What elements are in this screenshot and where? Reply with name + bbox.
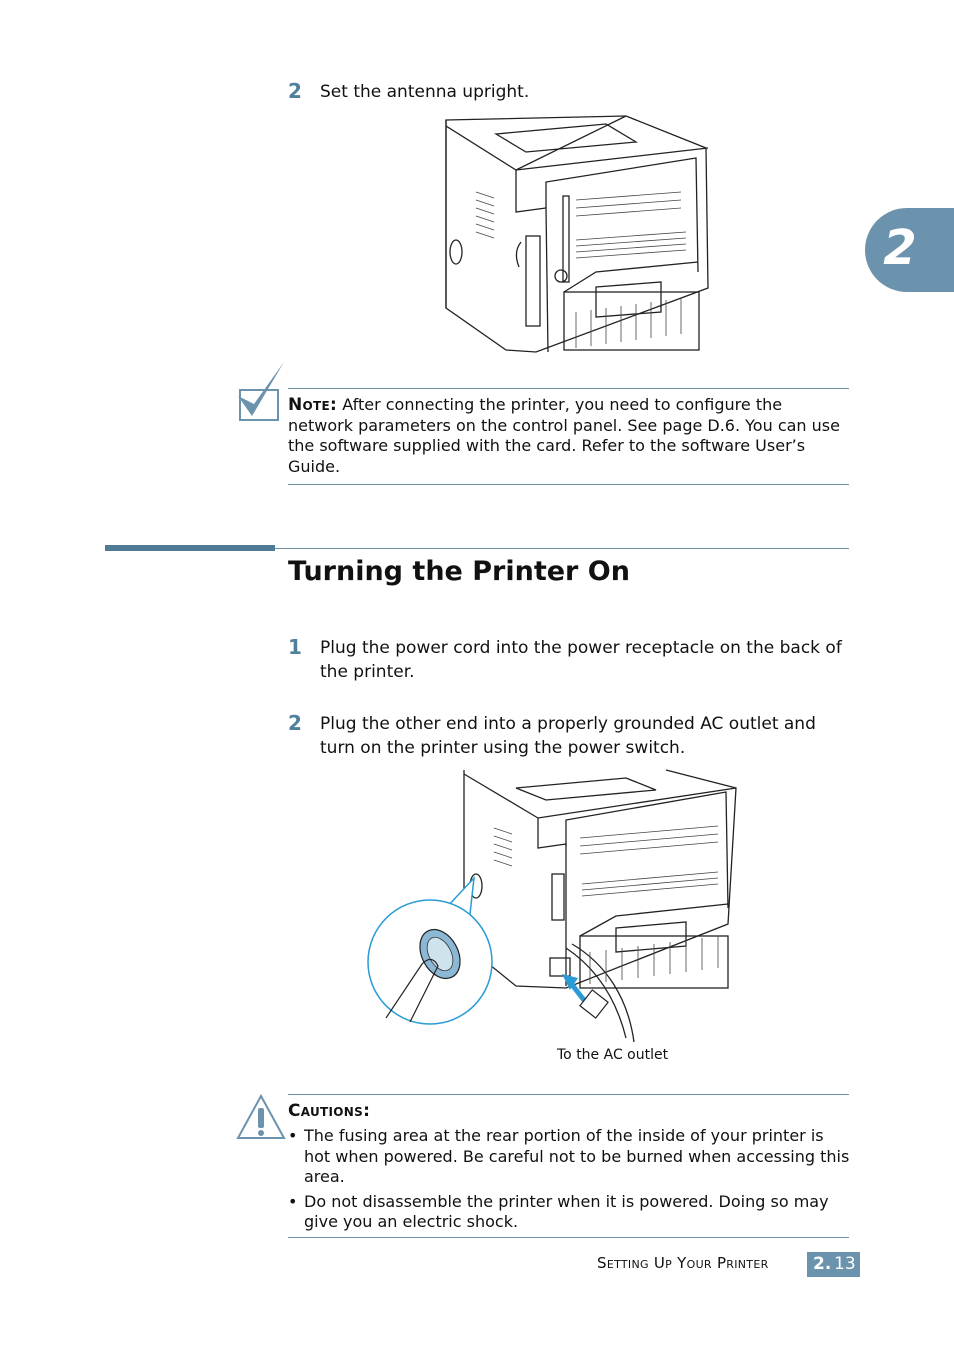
note-text: After connecting the printer, you need t…: [288, 395, 840, 476]
printer-power-illustration: [367, 769, 737, 1043]
caution-text: The fusing area at the rear portion of t…: [304, 1126, 850, 1186]
step-text: Plug the other end into a properly groun…: [320, 714, 816, 758]
step-text: Plug the power cord into the power recep…: [320, 638, 842, 682]
page-number: 13: [834, 1254, 856, 1274]
figure-caption: To the AC outlet: [557, 1047, 669, 1063]
step-text: Set the antenna upright.: [320, 82, 530, 102]
cautions-bottom-rule: [288, 1237, 849, 1238]
printer-antenna-illustration: [445, 115, 709, 353]
list-item: • The fusing area at the rear portion of…: [288, 1126, 850, 1188]
caution-text: Do not disassemble the printer when it i…: [304, 1191, 829, 1232]
footer-title: Setting Up Your Printer: [597, 1254, 769, 1272]
chapter-number: 2: [883, 220, 917, 276]
step-number: 2: [288, 711, 302, 735]
step-number: 2: [288, 79, 302, 103]
cautions-list: • The fusing area at the rear portion of…: [288, 1126, 850, 1237]
bullet-icon: •: [288, 1126, 298, 1145]
note-block: Note: After connecting the printer, you …: [288, 395, 848, 477]
warning-icon: [236, 1094, 286, 1139]
section-heading: Turning the Printer On: [288, 556, 630, 587]
section-bar: [105, 545, 275, 551]
checkmark-icon: [238, 362, 284, 421]
note-top-rule: [288, 388, 849, 389]
page-number-box: 2. 13: [807, 1252, 860, 1277]
step-number: 1: [288, 635, 302, 659]
cautions-top-rule: [288, 1094, 849, 1095]
page-chapter: 2.: [813, 1254, 832, 1274]
cautions-label: Cautions:: [288, 1101, 371, 1121]
list-item: • Do not disassemble the printer when it…: [288, 1192, 850, 1233]
chapter-tab: 2: [865, 208, 954, 292]
note-bottom-rule: [288, 484, 849, 485]
bullet-icon: •: [288, 1191, 298, 1211]
note-label: Note:: [288, 395, 338, 415]
section-rule: [275, 548, 849, 549]
